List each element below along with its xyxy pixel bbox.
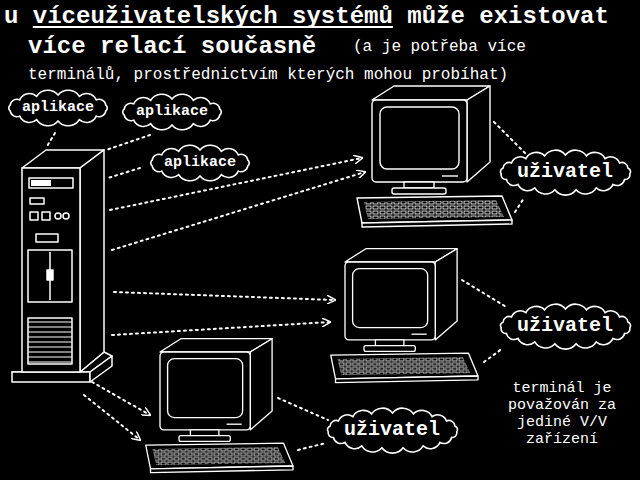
dotted-arrow	[84, 158, 365, 440]
terminal	[146, 339, 293, 473]
cloud-node: aplikace	[117, 93, 227, 131]
server-tower	[12, 150, 112, 382]
cloud-node: uživatel	[495, 303, 636, 350]
dotted-leader	[278, 122, 528, 450]
cloud-node: uživatel	[495, 149, 636, 196]
cloud-label: uživatel	[517, 315, 613, 337]
cloud-label: uživatel	[517, 161, 613, 183]
cloud-shape	[500, 304, 630, 349]
cloud-label: aplikace	[164, 155, 236, 172]
cloud-label: uživatel	[344, 419, 440, 441]
title: u víceuživatelských systémů může existov…	[4, 2, 636, 62]
cloud-node: aplikace	[145, 144, 255, 182]
cloud-shape	[151, 145, 250, 181]
terminal	[357, 86, 512, 227]
cloud-label: aplikace	[22, 100, 94, 117]
cloud-shape	[327, 408, 457, 453]
cloud-node: aplikace	[3, 89, 113, 127]
cloud-node: uživatel	[322, 407, 463, 454]
subtitle-note: (a je potřeba více terminálů, prostředni…	[28, 33, 608, 89]
terminal	[331, 249, 478, 383]
cloud-label: aplikace	[136, 104, 208, 121]
cloud-shape	[9, 90, 108, 126]
note: terminál je považován za jediné V/V zaří…	[500, 380, 624, 448]
cloud-shape	[123, 94, 222, 130]
dotted-leader	[46, 133, 150, 178]
cloud-shape	[500, 150, 630, 195]
